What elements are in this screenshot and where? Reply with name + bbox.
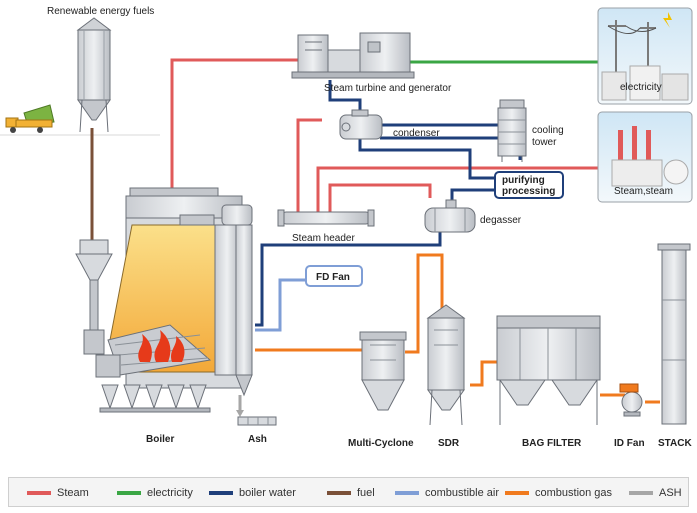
- legend-swatch-combustion-gas: [505, 491, 529, 495]
- ash-label: Ash: [248, 434, 267, 445]
- feeder-hopper: [75, 239, 113, 355]
- steam-pipe-header-to-degasser: [328, 183, 432, 212]
- fuel-silo: [76, 17, 112, 133]
- legend-label-fuel: fuel: [357, 487, 375, 499]
- multi-cyclone-label: Multi-Cyclone: [348, 438, 414, 449]
- turbine-label: Steam turbine and generator: [324, 83, 452, 94]
- condenser-label: condenser: [393, 128, 440, 139]
- cooling-tower-label-2: tower: [532, 137, 557, 148]
- stack-label: STACK: [658, 438, 692, 449]
- fd-fan-box: [305, 265, 363, 287]
- legend-swatch-steam: [27, 491, 51, 495]
- legend-swatch-combustible-air: [395, 491, 419, 495]
- purifying-box: [494, 171, 564, 199]
- lightning-icon: [663, 12, 672, 28]
- ash-arrow: [236, 410, 244, 417]
- electricity-box-label: electricity: [620, 82, 662, 93]
- water-pipe-condenser-cooling-out: [380, 110, 502, 127]
- id-fan-label: ID Fan: [614, 438, 645, 449]
- steam-header-label: Steam header: [292, 233, 355, 244]
- fuel-storage-label: Renewable energy fuels: [47, 6, 154, 17]
- steam-pipe-boiler-to-turbine: [170, 58, 298, 190]
- steam-header: [277, 209, 375, 227]
- legend-label-combustion-gas: combustion gas: [535, 487, 613, 499]
- water-pipe-degasser-boiler: [255, 232, 442, 327]
- legend-label-steam: Steam: [57, 487, 89, 499]
- legend-item-fuel: fuel: [327, 486, 375, 500]
- cooling-tower-label-1: cooling: [532, 125, 564, 136]
- electricity-picture: [597, 7, 693, 105]
- steam-pipes: [170, 58, 600, 212]
- legend-swatch-ash: [629, 491, 653, 495]
- truck-icon: [5, 104, 55, 133]
- degasser-label: degasser: [480, 215, 522, 226]
- legend-item-combustion-gas: combustion gas: [505, 486, 612, 500]
- purifying-label-1: purifying: [502, 175, 545, 186]
- cooling-tower: [497, 99, 527, 162]
- boiler: [95, 187, 253, 413]
- stack: [657, 243, 691, 425]
- legend-item-steam: Steam: [27, 486, 89, 500]
- gas-pipe-cyclone-sdr: [405, 253, 444, 354]
- legend-item-combustible-air: combustible air: [395, 486, 499, 500]
- multi-cyclone: [359, 331, 407, 411]
- steam-pipe-header-to-turbine: [296, 118, 322, 212]
- combustion-gas-pipes: [255, 253, 660, 404]
- legend-swatch-boiler-water: [209, 491, 233, 495]
- water-pipe-turbine-condenser: [328, 80, 362, 115]
- flame-icon: [138, 330, 185, 362]
- purifying-label-2: processing: [502, 186, 555, 197]
- bag-filter: [496, 315, 601, 425]
- degasser: [424, 199, 476, 233]
- sdr-label: SDR: [438, 438, 460, 449]
- legend-label-electricity: electricity: [147, 487, 193, 499]
- legend-label-combustible-air: combustible air: [425, 487, 499, 499]
- gas-pipe-sdr-bagfilter: [470, 360, 497, 387]
- legend-item-boiler-water: boiler water: [209, 486, 296, 500]
- water-pipe-condenser-purify: [358, 135, 495, 180]
- condenser: [339, 109, 383, 140]
- legend-item-electricity: electricity: [117, 486, 193, 500]
- legend-swatch-electricity: [117, 491, 141, 495]
- legend: Steam electricity boiler water fuel combusti…: [8, 477, 689, 507]
- water-pipe-purify-degasser: [450, 188, 495, 208]
- sdr: [426, 304, 466, 426]
- bag-filter-label: BAG FILTER: [522, 438, 582, 449]
- legend-label-ash: ASH: [659, 487, 682, 499]
- steam-turbine: [291, 32, 415, 79]
- fd-fan-label: FD Fan: [316, 272, 350, 283]
- ash-bin: [237, 416, 277, 426]
- legend-label-boiler-water: boiler water: [239, 487, 296, 499]
- boiler-label: Boiler: [146, 434, 174, 445]
- steam-box-label: Steam,steam: [614, 186, 673, 197]
- combustible-air-pipe: [255, 278, 306, 332]
- legend-item-ash: ASH: [629, 486, 682, 500]
- id-fan: [619, 383, 643, 417]
- steam-pipe-header-to-steam-supply: [316, 166, 600, 212]
- boiler-water-pipes: [255, 80, 522, 327]
- legend-swatch-fuel: [327, 491, 351, 495]
- steam-supply-picture: [597, 111, 693, 203]
